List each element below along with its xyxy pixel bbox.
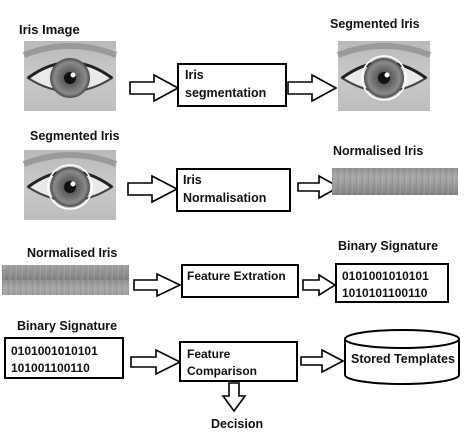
feature-extraction-label: Feature Extration bbox=[187, 269, 286, 283]
normalised-iris-strip bbox=[332, 168, 458, 195]
input-binary-code-line1: 0101001010101 bbox=[11, 344, 98, 358]
binary-signature-output-label: Binary Signature bbox=[338, 239, 438, 253]
arrow-right-icon bbox=[134, 274, 180, 296]
iris-normalisation-line1: Iris bbox=[183, 173, 202, 187]
iris-image-label: Iris Image bbox=[19, 22, 80, 37]
feature-comparison-line2: Comparison bbox=[187, 364, 257, 378]
iris-normalisation-line2: Normalisation bbox=[183, 191, 266, 205]
arrow-right-icon bbox=[131, 350, 180, 374]
arrow-right-icon bbox=[130, 75, 178, 101]
iris-segmentation-line1: Iris bbox=[185, 68, 204, 82]
stored-templates-label: Stored Templates bbox=[351, 352, 455, 366]
iris-segmentation-line2: segmentation bbox=[185, 86, 266, 100]
decision-label: Decision bbox=[211, 417, 263, 431]
binary-code-line2: 1010101100110 bbox=[342, 286, 428, 300]
arrow-right-icon bbox=[288, 75, 336, 101]
segmented-iris-output-label: Segmented Iris bbox=[330, 17, 420, 31]
segmented-iris-input-label: Segmented Iris bbox=[30, 129, 120, 143]
arrow-down-icon bbox=[223, 383, 245, 411]
binary-code-line1: 0101001010101 bbox=[342, 269, 429, 283]
iris-image-eye bbox=[24, 41, 116, 111]
normalised-iris-input-strip bbox=[2, 265, 129, 295]
normalised-iris-input-label: Normalised Iris bbox=[27, 246, 117, 260]
input-binary-code-line2: 101001100110 bbox=[11, 361, 90, 375]
arrow-right-icon bbox=[128, 176, 177, 202]
arrow-right-icon bbox=[303, 275, 335, 295]
binary-signature-input-label: Binary Signature bbox=[17, 319, 117, 333]
arrow-right-icon bbox=[301, 350, 343, 372]
stored-templates-database-top bbox=[345, 330, 459, 348]
normalised-iris-output-label: Normalised Iris bbox=[333, 144, 423, 158]
feature-comparison-line1: Feature bbox=[187, 347, 231, 361]
